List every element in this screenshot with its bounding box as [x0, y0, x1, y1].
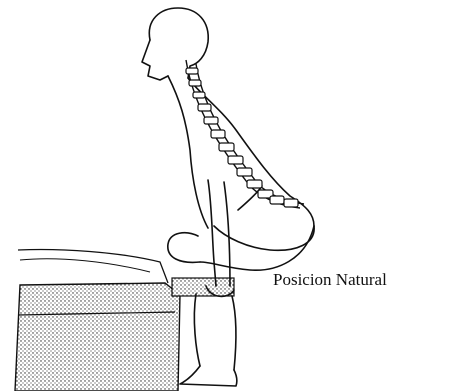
- figure-caption: Posicion Natural: [273, 270, 387, 290]
- spine: [186, 60, 304, 208]
- box: [15, 250, 234, 391]
